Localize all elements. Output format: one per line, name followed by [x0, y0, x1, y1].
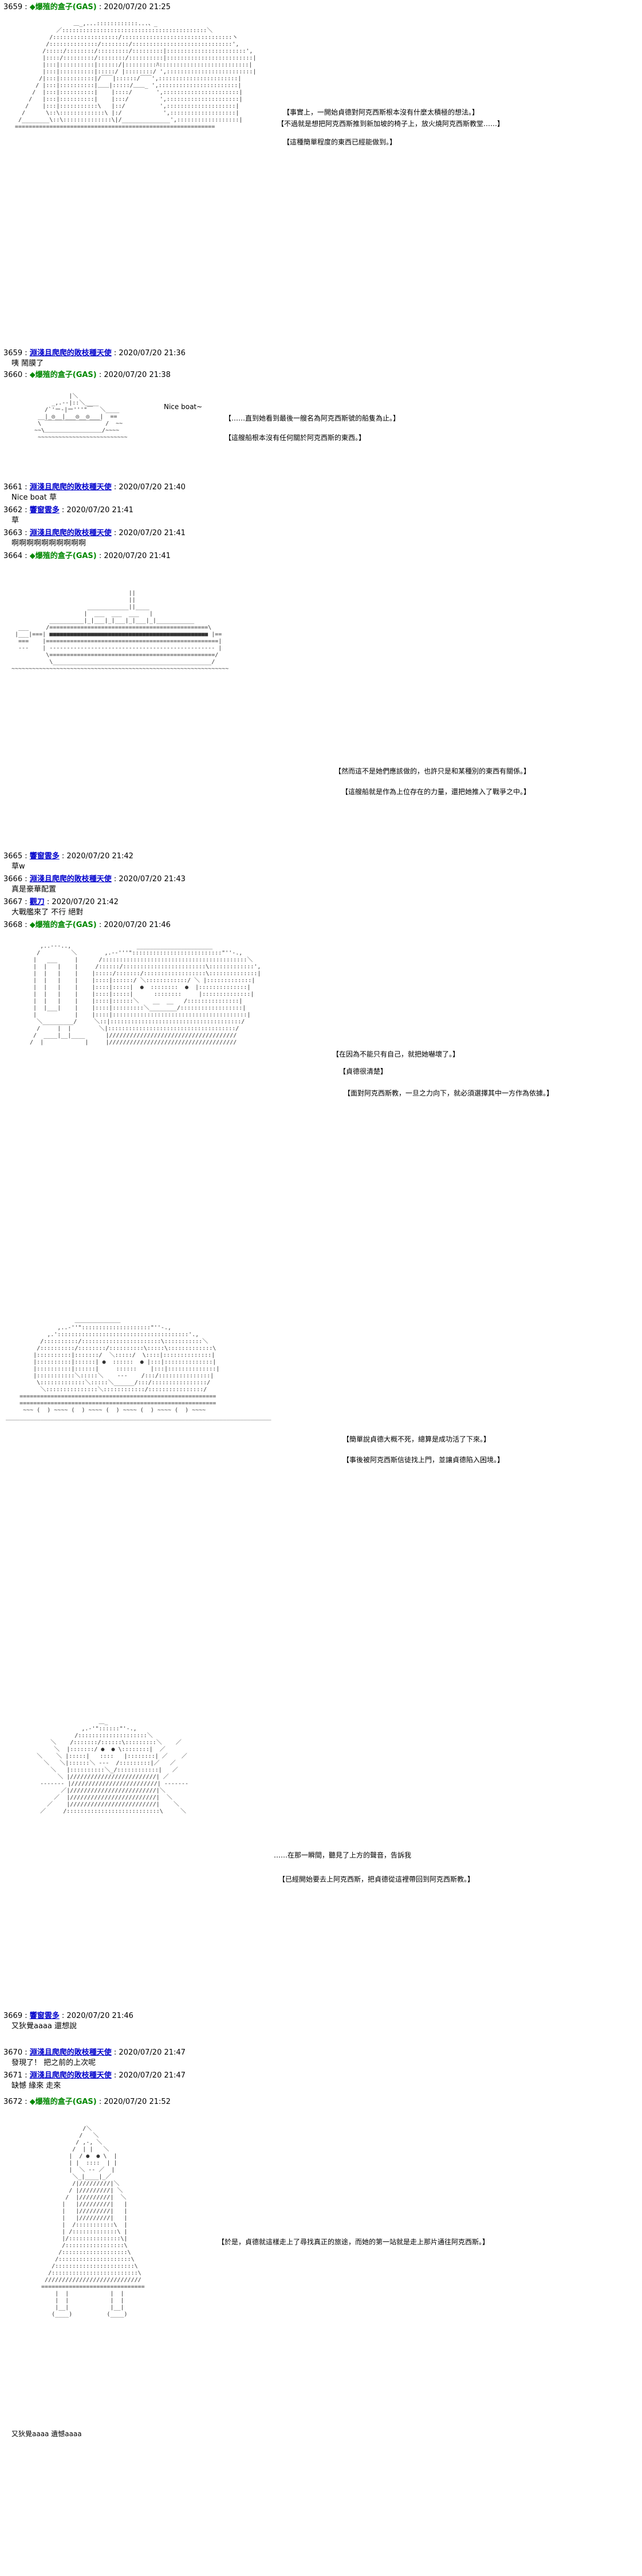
post-body: 大戰艦來了 不行 絕對 [11, 908, 84, 917]
ascii-art-battleship: || || ____________||____ | ___ ___ ___ |… [11, 590, 229, 672]
poster-name[interactable]: ◆爆殖的盒子(GAS) [29, 552, 97, 560]
post-3664: 3664 : ◆爆殖的盒子(GAS) : 2020/07/20 21:41 [3, 551, 171, 561]
poster-name[interactable]: 淵淺且爬爬的敗枝種天使 [29, 483, 112, 492]
poster-name[interactable]: 響窗雲多 [29, 852, 60, 861]
post-header: 3659 : 淵淺且爬爬的敗枝種天使 : 2020/07/20 21:36 [3, 349, 186, 358]
post-header: 3670 : 淵淺且爬爬的敗枝種天使 : 2020/07/20 21:47 [3, 2048, 186, 2057]
post-body: 又狄覺aaaa 還想說 [11, 2022, 77, 2031]
note-7: 【這艘船就是作為上位存在的力量，還把她推入了戰爭之中。】 [341, 788, 531, 796]
post-body: 發現了！ 把之前的上次呢 [11, 2059, 96, 2067]
post-3671: 3671 : 淵淺且爬爬的敗枝種天使 : 2020/07/20 21:47 缺憾… [3, 2071, 186, 2091]
nice-boat: Nice boat~ [164, 403, 203, 411]
ascii-art-1: ＿_,...::::::::::::...、_ ／:::::::::::::::… [15, 21, 257, 130]
ascii-art-girl: ＿＿＿＿＿＿＿＿ ,..-''"::::::::::::::::::::"''-… [6, 1318, 271, 1420]
post-header: 3663 : 淵淺且爬爬的敗枝種天使 : 2020/07/20 21:41 [3, 529, 186, 537]
post-body: 草w [11, 862, 25, 871]
ascii-art-boat: |＼ _,.--|::＼____ /`'ー-|ー'''"￣ ＼____ __|_… [34, 393, 128, 441]
note-14: 【已經開始要去上阿克西斯，把貞德從這裡帶回到阿克西斯教。】 [278, 1875, 475, 1883]
note-12: 【事後被阿克西斯信徒找上門，並讓貞德陷入困境。】 [342, 1456, 505, 1464]
note-15: 【於是，貞德就這樣走上了尋找真正的旅途，而她的第一站就是走上那片通往阿克西斯。】 [218, 2238, 490, 2246]
post-header: 3667 : 觀刀 : 2020/07/20 21:42 [3, 898, 119, 906]
post-body: 缺憾 緣來 走來 [11, 2082, 61, 2090]
poster-name[interactable]: 淵淺且爬爬的敗枝種天使 [29, 875, 112, 883]
post-3669: 3669 : 響窗雲多 : 2020/07/20 21:46 又狄覺aaaa 還… [3, 2011, 133, 2032]
poster-name[interactable]: 觀刀 [29, 898, 45, 906]
note-13: ……在那一瞬間，聽見了上方的聲音，告訴我 [274, 1851, 412, 1859]
post-header: 3661 : 淵淺且爬爬的敗枝種天使 : 2020/07/20 21:40 [3, 483, 186, 492]
note-8: 【在因為不能只有自己，就把她嚇壞了。】 [332, 1050, 460, 1058]
post-3665: 3665 : 響窗雲多 : 2020/07/20 21:42 草w [3, 851, 133, 872]
post-body: 真是豪華配置 [11, 885, 57, 894]
post-3659b: 3659 : 淵淺且爬爬的敗枝種天使 : 2020/07/20 21:36 咦 … [3, 348, 186, 369]
post-body: Nice boat 草 [11, 493, 57, 502]
post-3660: 3660 : ◆爆殖的盒子(GAS) : 2020/07/20 21:38 [3, 370, 171, 380]
poster-name[interactable]: 淵淺且爬爬的敗枝種天使 [29, 2071, 112, 2080]
post-body: 咦 鬧膜了 [11, 359, 44, 368]
post-3672: 3672 : ◆爆殖的盒子(GAS) : 2020/07/20 21:52 [3, 2097, 171, 2107]
note-10: 【面對阿克西斯教，一旦之力向下，就必須選擇其中一方作為依據。】 [344, 1089, 554, 1097]
note-6: 【然而這不是她們應該做的，也許只是和某種別的東西有關係。】 [334, 767, 531, 775]
poster-name[interactable]: 淵淺且爬爬的敗枝種天使 [29, 2048, 112, 2057]
post-3659: 3659 : ◆爆殖的盒子(GAS) : 2020/07/20 21:25 [3, 2, 171, 13]
poster-name[interactable]: ◆爆殖的盒子(GAS) [29, 3, 97, 11]
ascii-art-3672: /＼ / ＼ / ,-, ＼ / | | ＼ | / ● ● \ | | | :… [41, 2126, 145, 2318]
note-5: 【這艘船根本沒有任何關於阿克西斯的東西。】 [224, 434, 366, 442]
post-3663: 3663 : 淵淺且爬爬的敗枝種天使 : 2020/07/20 21:41 啊啊… [3, 528, 186, 549]
note-2: 【不過就是想把阿克西斯推到新加坡的椅子上，放火燒阿克西斯教堂……】 [277, 120, 505, 128]
post-body: 草 [11, 516, 19, 525]
post-header: 3665 : 響窗雲多 : 2020/07/20 21:42 [3, 852, 133, 861]
post-3668: 3668 : ◆爆殖的盒子(GAS) : 2020/07/20 21:46 [3, 920, 171, 930]
post-header: 3671 : 淵淺且爬爬的敗枝種天使 : 2020/07/20 21:47 [3, 2071, 186, 2080]
post-header: 3668 : ◆爆殖的盒子(GAS) : 2020/07/20 21:46 [3, 921, 171, 929]
poster-name[interactable]: ◆爆殖的盒子(GAS) [29, 371, 97, 379]
ascii-art-angel: ＿_ ,.-'"::::::"'-., /:::::::::::::::::::… [37, 1719, 188, 1815]
note-1: 【事實上，一開始貞德對阿克西斯根本沒有什麼太積極的想法。】 [283, 108, 479, 116]
poster-name[interactable]: 淵淺且爬爬的敗枝種天使 [29, 349, 112, 358]
poster-name[interactable]: ◆爆殖的盒子(GAS) [29, 921, 97, 929]
poster-name[interactable]: 響窗雲多 [29, 2012, 60, 2020]
note-11: 【簡單說貞德大概不死，總算是成功活了下來。】 [342, 1435, 491, 1443]
note-9: 【貞德很清楚】 [339, 1067, 388, 1075]
post-3662: 3662 : 響窗雲多 : 2020/07/20 21:41 草 [3, 505, 133, 526]
post-header: 3666 : 淵淺且爬爬的敗枝種天使 : 2020/07/20 21:43 [3, 875, 186, 883]
post-header: 3664 : ◆爆殖的盒子(GAS) : 2020/07/20 21:41 [3, 552, 171, 560]
note-3: 【這種簡單程度的東西已經能做到。】 [283, 138, 397, 146]
post-3667: 3667 : 觀刀 : 2020/07/20 21:42 大戰艦來了 不行 絕對 [3, 897, 119, 918]
poster-name[interactable]: 淵淺且爬爬的敗枝種天使 [29, 529, 112, 537]
post-body: 啊啊啊啊啊啊啊啊啊啊 [11, 539, 86, 548]
poster-name[interactable]: 響窗雲多 [29, 506, 60, 515]
poster-name[interactable]: ◆爆殖的盒子(GAS) [29, 2098, 97, 2106]
ascii-art-3668: ,..---.., ______________________ / ＼ ,.-… [30, 943, 261, 1046]
post-header: 3659 : ◆爆殖的盒子(GAS) : 2020/07/20 21:25 [3, 3, 171, 11]
post-header: 3662 : 響窗雲多 : 2020/07/20 21:41 [3, 506, 133, 515]
footer-tail: 又狄覺aaaa 遺憾aaaa [11, 2430, 82, 2438]
post-header: 3660 : ◆爆殖的盒子(GAS) : 2020/07/20 21:38 [3, 371, 171, 379]
post-3661: 3661 : 淵淺且爬爬的敗枝種天使 : 2020/07/20 21:40 Ni… [3, 482, 186, 503]
post-header: 3669 : 響窗雲多 : 2020/07/20 21:46 [3, 2012, 133, 2020]
post-header: 3672 : ◆爆殖的盒子(GAS) : 2020/07/20 21:52 [3, 2098, 171, 2106]
post-3670: 3670 : 淵淺且爬爬的敗枝種天使 : 2020/07/20 21:47 發現… [3, 2048, 186, 2068]
note-4: 【……直到她看到最後一艘名為阿克西斯號的船隻為止。】 [224, 414, 400, 422]
post-3666: 3666 : 淵淺且爬爬的敗枝種天使 : 2020/07/20 21:43 真是… [3, 874, 186, 895]
